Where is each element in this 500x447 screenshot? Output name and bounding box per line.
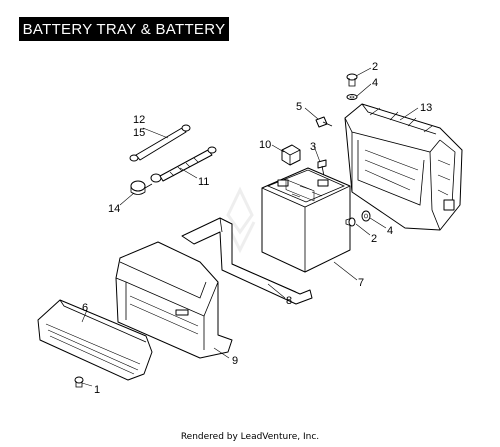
callout-12: 12 — [133, 114, 145, 126]
leader-lines — [81, 67, 419, 387]
battery-strap-8[interactable] — [181, 217, 313, 305]
screw-2-top[interactable] — [346, 73, 358, 87]
screw-2-side[interactable] — [345, 217, 356, 227]
battery-cable-12-15[interactable] — [129, 124, 191, 162]
callout-3: 3 — [310, 141, 316, 153]
terminal-cover-10[interactable] — [281, 144, 301, 166]
trim-grille-6[interactable] — [37, 299, 153, 381]
washer-4-side[interactable] — [361, 210, 371, 222]
callout-5: 5 — [296, 101, 302, 113]
battery-tray-13[interactable] — [344, 103, 463, 231]
bolt-5[interactable] — [315, 116, 333, 128]
callout-labels: 2 4 5 13 12 15 10 3 11 14 2 4 7 8 6 9 1 — [82, 61, 432, 396]
battery-cover-9[interactable] — [115, 241, 233, 359]
callout-7: 7 — [358, 277, 364, 289]
callout-1: 1 — [94, 384, 100, 396]
callout-11: 11 — [198, 176, 209, 188]
terminal-cap-14[interactable] — [130, 180, 153, 195]
callout-2-top: 2 — [372, 61, 378, 73]
diagram-title: BATTERY TRAY & BATTERY — [19, 17, 229, 41]
callout-14: 14 — [108, 203, 120, 215]
callout-10: 10 — [259, 139, 271, 151]
washer-4-top[interactable] — [346, 94, 358, 100]
callout-15: 15 — [133, 127, 145, 139]
battery-cable-11[interactable] — [150, 146, 217, 183]
render-credit: Rendered by LeadVenture, Inc. — [180, 432, 320, 442]
callout-13: 13 — [420, 102, 432, 114]
battery-7[interactable] — [261, 167, 351, 273]
callout-9: 9 — [232, 355, 238, 367]
callout-6: 6 — [82, 302, 88, 314]
callout-2-side: 2 — [371, 233, 377, 245]
callout-4-top: 4 — [372, 77, 378, 89]
screw-1[interactable] — [74, 376, 84, 388]
callout-8: 8 — [286, 295, 292, 307]
callout-4-side: 4 — [387, 225, 393, 237]
